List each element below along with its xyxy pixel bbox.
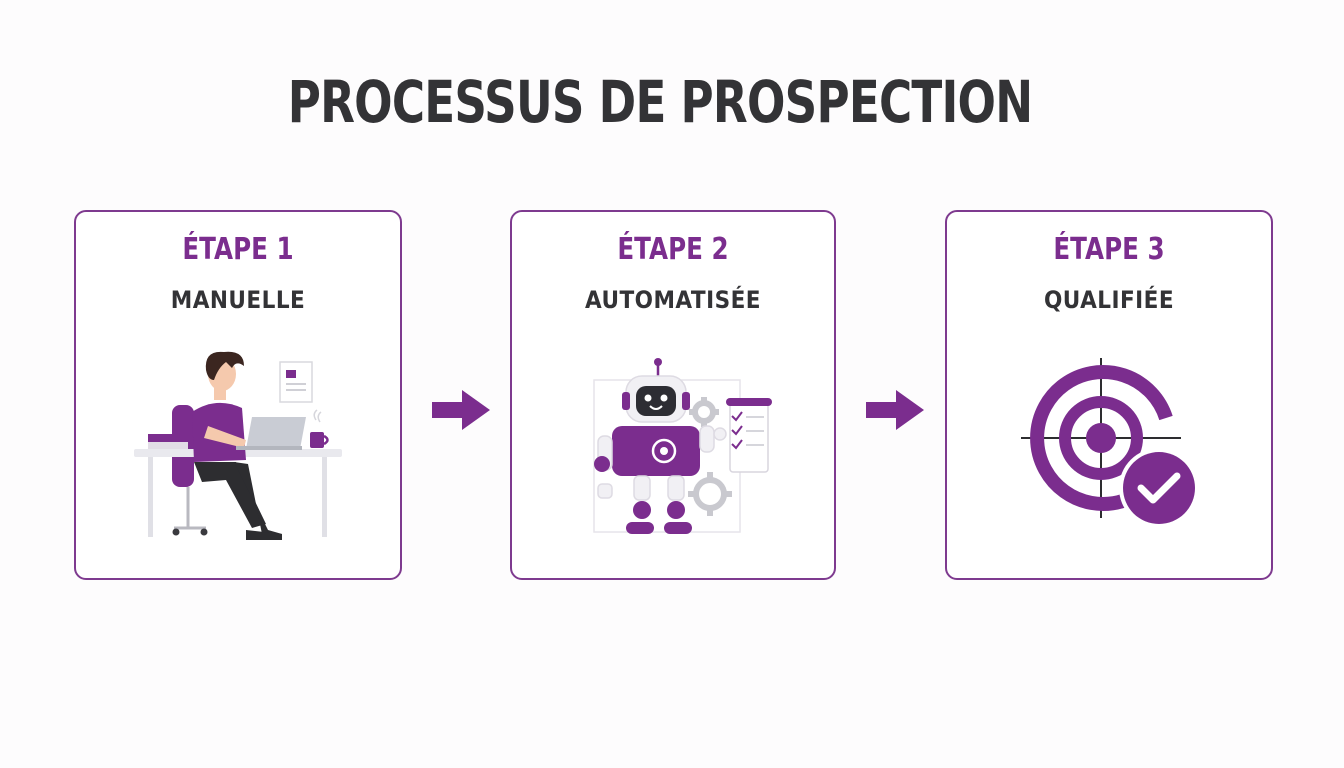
robot-with-checklist-illustration — [593, 358, 772, 534]
target-with-checkmark-illustration — [1021, 358, 1199, 528]
step-card-3: ÉTAPE 3 QUALIFIÉE — [945, 210, 1273, 580]
step-label: AUTOMATISÉE — [584, 286, 762, 314]
step-number: ÉTAPE 1 — [182, 232, 294, 267]
step-number: ÉTAPE 2 — [617, 232, 729, 267]
step-number: ÉTAPE 3 — [1053, 232, 1165, 267]
step-card-1: ÉTAPE 1 MANUELLE — [74, 210, 402, 580]
step-label: MANUELLE — [170, 286, 306, 314]
page-title: PROCESSUS DE PROSPECTION — [287, 68, 1033, 136]
step-label: QUALIFIÉE — [1043, 286, 1175, 314]
step-card-2: ÉTAPE 2 AUTOMATISÉE — [510, 210, 836, 580]
arrow-right-icon — [866, 390, 924, 430]
person-at-laptop-illustration — [134, 351, 342, 540]
arrow-right-icon — [432, 390, 490, 430]
